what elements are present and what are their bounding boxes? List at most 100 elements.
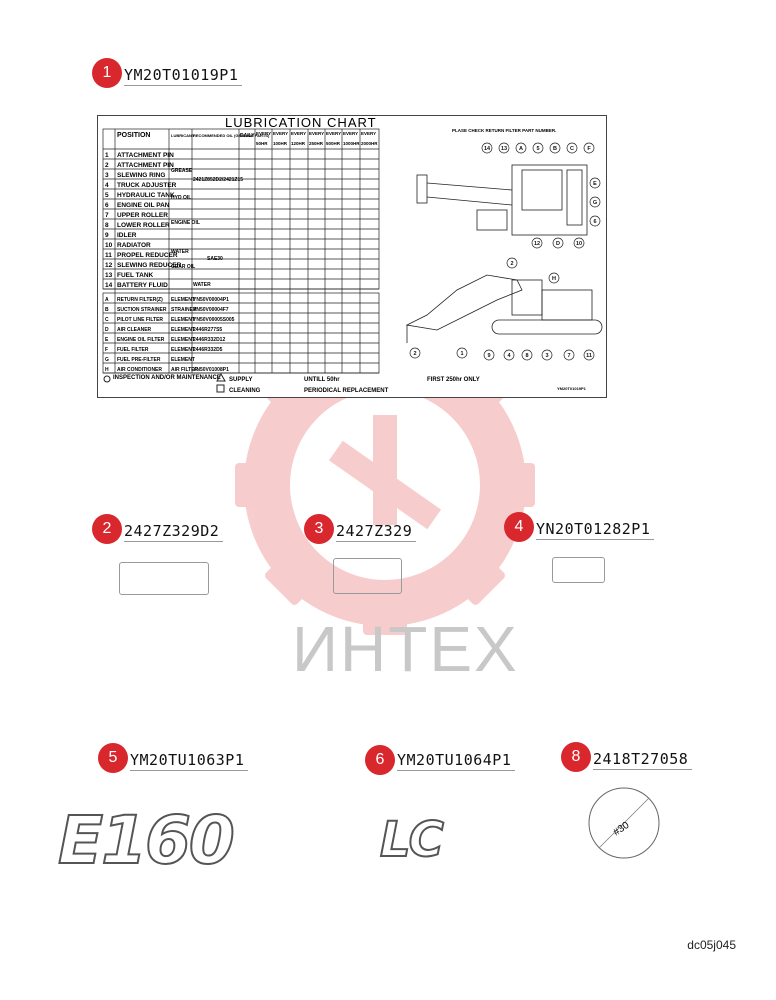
legend-inspection: INSPECTION AND/OR MAINTENANCE [113,375,221,381]
callout-bottom-circle [531,237,543,249]
interval-every: EVERY [256,131,271,136]
callout-bottom: D [556,241,560,247]
callout-side: 1 [460,351,463,357]
part-number-2: 2427Z329D2 [124,522,224,542]
interval-label: 100HR [273,141,288,146]
row2-mark: D [105,327,109,333]
row-position: ATTACHMENT PIN [117,152,174,159]
circle-decal: #30 [588,787,660,859]
callout-side-circle [506,257,518,269]
row2-mark: A [105,297,109,303]
chart-title: LUBRICATION CHART [225,115,377,130]
part-number-6: YM20TU1064P1 [397,751,516,771]
callout-side: 11 [586,353,592,359]
callout-side: H [552,276,556,282]
row-position: IDLER [117,232,137,239]
part-number-1: YM20T01019P1 [124,66,243,86]
row2-lubricant: ELEMENT [171,357,195,363]
interval-label: 1000HR [343,141,360,146]
row2-mark: H [105,367,109,373]
row2-mark: G [105,357,109,363]
callout-side: 3 [545,353,548,359]
header-daily: DAILY [240,133,255,139]
callout-right: G [593,200,597,206]
row-position: UPPER ROLLER [117,212,168,219]
callout-top-circle [583,142,595,154]
row2-oil: 2446R332D12 [193,337,225,343]
legend-periodical: PERIODICAL REPLACEMENT [304,388,389,394]
row-position: ATTACHMENT PIN [117,162,174,169]
row-position: FUEL TANK [117,272,154,279]
callout-bottom-circle [573,237,585,249]
callout-right: E [593,181,597,187]
legend-until50: UNTILL 50hr [304,377,340,383]
callout-side-circle [503,349,515,361]
row2-oil: YN50V00005S005 [193,317,235,323]
drawing-code: dc05j045 [687,938,736,952]
callout-top: 13 [501,146,507,152]
callout-side: 8 [525,353,528,359]
row-mark: 14 [105,282,113,289]
row-position: HYDRAULIC TANK [117,192,175,199]
row-mark: 5 [105,192,109,199]
legend-first250: FIRST 250hr ONLY [427,377,480,383]
interval-label: 500HR [326,141,341,146]
lub-gear: GEAR OIL [171,264,195,270]
interval-every: EVERY [361,131,376,136]
callout-side: 2 [510,261,513,267]
part-number-4: YN20T01282P1 [536,520,655,540]
interval-label: 2000HR [361,141,378,146]
row2-lubricant: AIR FILTER [171,367,199,373]
row2-mark: F [105,347,108,353]
row-mark: 10 [105,242,113,249]
callout-top: C [570,146,574,152]
row-mark: 8 [105,222,109,229]
chart-code: YM20T01019P1 [557,386,587,391]
model-decal-text: E160 [58,805,233,875]
callout-bottom: 12 [534,241,540,247]
callout-top-circle [566,142,578,154]
blank-label-2 [119,562,209,595]
callout-top: F [587,146,591,152]
row2-lubricant: ELEMENT [171,297,195,303]
row2-lubricant: STRAINER [171,307,197,313]
excavator-top-view [416,164,588,236]
blank-label-4 [552,557,605,583]
part-number-3: 2427Z329 [336,522,417,542]
watermark-text: ИНТЕХ [292,613,519,685]
row-position: PROPEL REDUCER [117,252,178,259]
callout-side: 4 [507,353,511,359]
row2-oil: YN50V01008P1 [193,367,229,373]
part-number-8: 2418T27058 [593,750,693,770]
lub-grease: GREASE [171,168,193,174]
row2-position: FUEL FILTER [117,347,149,353]
interval-every: EVERY [309,131,324,136]
callout-right-circle [589,196,601,208]
row-mark: 13 [105,272,113,279]
row-position: TRUCK ADJUSTER [117,182,177,189]
interval-every: EVERY [273,131,288,136]
callout-right-circle [589,215,601,227]
row2-oil: YN50V00004F7 [193,307,229,313]
row2-position: AIR CLEANER [117,327,152,333]
legend-cleaning: CLEANING [229,388,261,394]
item-badge-1: 1 [92,58,122,88]
callout-side: 9 [487,353,490,359]
oil-sae30: SAE30 [207,256,223,262]
row2-oil: YN50V00004P1 [193,297,229,303]
interval-label: 120HR [291,141,306,146]
callout-top-circle [549,142,561,154]
lub-hyd: HYD OIL [171,195,191,201]
row2-mark: E [105,337,109,343]
item-badge-5: 5 [98,743,128,773]
check-note: PLASE CHECK RETURN FILTER PART NUMBER. [452,128,556,133]
row-mark: 6 [105,202,109,209]
callout-top: 14 [484,146,491,152]
oil-water: WATER [193,282,211,288]
callout-top-circle [481,142,493,154]
blank-label-3 [333,558,402,594]
row2-lubricant: ELEMENT [171,337,195,343]
row2-position: FUEL PRE-FILTER [117,357,161,363]
item-badge-2: 2 [92,514,122,544]
callout-side-circle [409,347,421,359]
